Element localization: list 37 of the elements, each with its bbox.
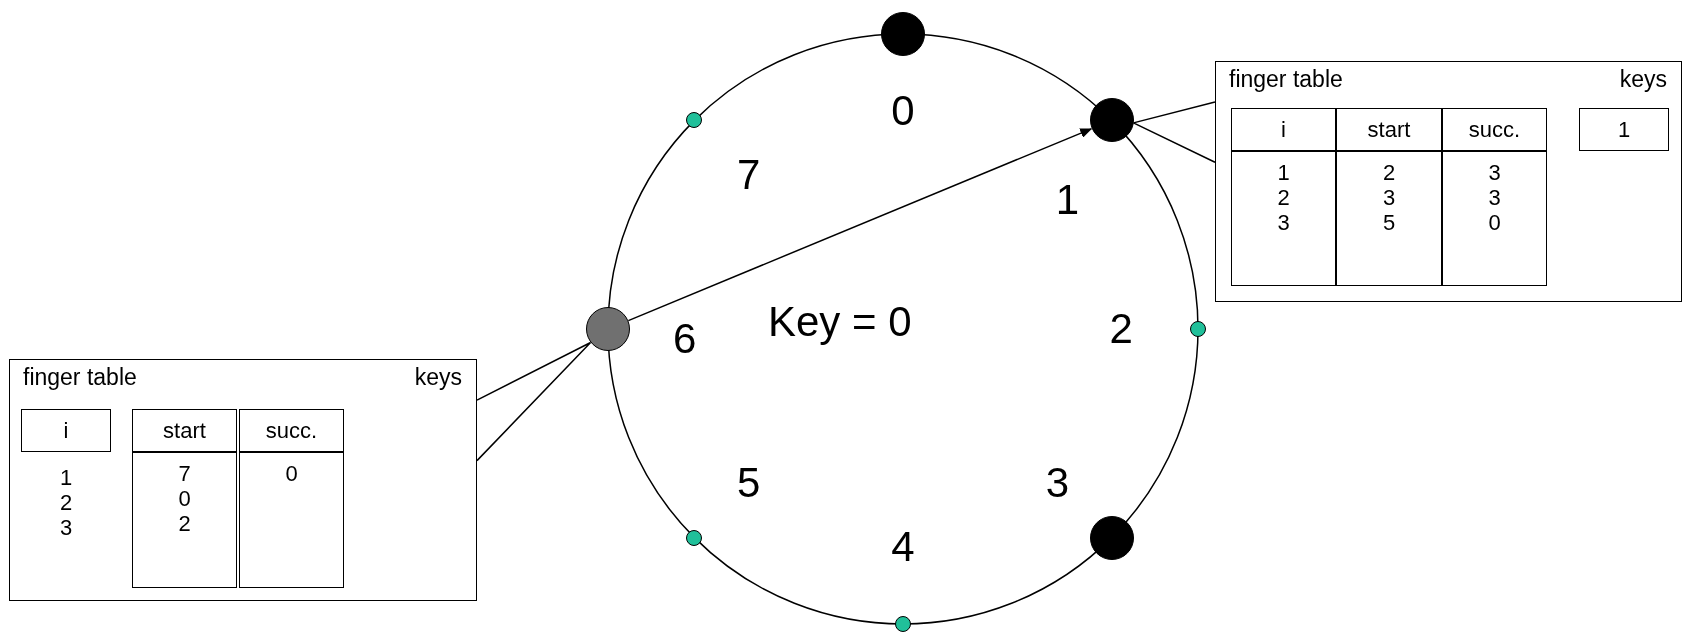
table-cell: 3 3 0 (1442, 151, 1547, 286)
position-number: 4 (891, 523, 915, 572)
table-title: finger table (1229, 66, 1343, 93)
table-cell: i (1231, 108, 1336, 151)
position-number: 5 (736, 459, 761, 508)
node-dot (686, 529, 703, 546)
arrow (627, 128, 1093, 322)
node-dot (686, 112, 703, 129)
table-cell: 0 (239, 452, 344, 588)
position-number: 6 (673, 315, 697, 363)
position-number: 0 (891, 86, 915, 135)
table-cell: i (21, 409, 111, 452)
keys-heading: keys (414, 364, 462, 391)
table-cell: start (132, 409, 237, 452)
position-number: 3 (1045, 459, 1070, 508)
table-title: finger table (23, 364, 137, 391)
position-number: 2 (1109, 305, 1133, 353)
keys-heading: keys (1619, 66, 1667, 93)
table-column: 1 2 3 (21, 457, 111, 587)
node-dot (1190, 321, 1206, 337)
table-cell: start (1336, 108, 1442, 151)
table-cell: 1 (1579, 108, 1669, 151)
node-dot (1089, 515, 1134, 560)
table-cell: 2 3 5 (1336, 151, 1442, 286)
table-cell: 7 0 2 (132, 452, 237, 588)
node-dot (1089, 98, 1134, 143)
callout-pointer (476, 341, 592, 462)
node-dot (881, 12, 925, 56)
table-cell: 1 2 3 (1231, 151, 1336, 286)
callout-pointer (1132, 101, 1216, 163)
node-dot (586, 307, 630, 351)
table-cell: succ. (1442, 108, 1547, 151)
table-cell: succ. (239, 409, 344, 452)
node-dot (895, 616, 911, 632)
key-label: Key = 0 (768, 298, 912, 346)
position-number: 1 (1055, 175, 1080, 224)
position-number: 7 (736, 150, 761, 199)
